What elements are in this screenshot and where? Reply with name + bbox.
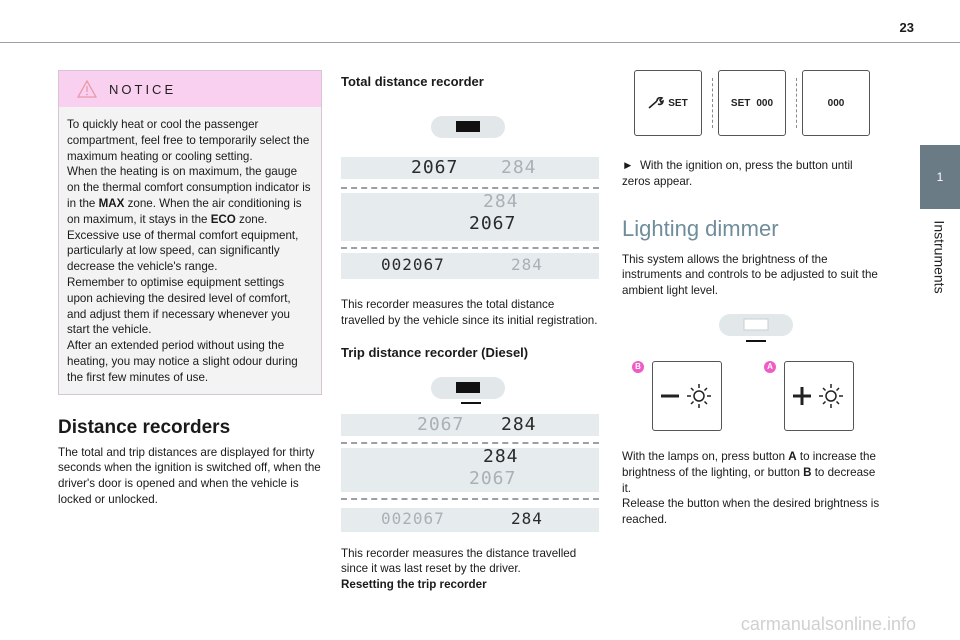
display-trip-full: 284: [511, 508, 543, 528]
button-press-line: [461, 401, 481, 404]
divider-dashed: [341, 497, 599, 500]
display-total-full: 002067: [381, 508, 445, 528]
bullet-arrow-icon: ►: [622, 159, 634, 172]
button-press-line: [746, 339, 766, 342]
dimmer-instruction: With the lamps on, press button A to inc…: [622, 449, 876, 495]
wrench-set-button[interactable]: SET: [634, 70, 702, 136]
display-row-1: [341, 157, 599, 179]
zeros-display: 000: [802, 70, 870, 136]
notice-title: NOTICE: [109, 81, 177, 97]
zeros-label: 000: [827, 97, 845, 109]
notice-paragraph: To quickly heat or cool the passenger co…: [67, 118, 310, 163]
dimmer-figure: B A: [622, 299, 880, 435]
zeros-label: 000: [756, 97, 774, 109]
section-tab-number: 1: [936, 170, 944, 184]
notice-paragraph: After an extended period without using t…: [67, 339, 298, 384]
separator-dashed: [712, 78, 713, 128]
display-total-short: 2067: [417, 413, 465, 435]
total-recorder-heading: Total distance recorder: [341, 74, 484, 89]
display-trip-stacked: 284: [483, 445, 519, 467]
marker-b: B: [632, 360, 644, 373]
trip-recorder-figure: 2067 284 284 2067: [341, 368, 599, 516]
wrench-icon: [648, 97, 665, 109]
display-total-short: 2067: [411, 157, 459, 178]
instrument-button-icon: [431, 376, 505, 399]
notice-paragraph: When the heating is on maximum, the gaug…: [67, 165, 311, 226]
warning-icon: [77, 80, 97, 98]
display-trip-full: 284: [511, 255, 543, 274]
reset-instruction: ► With the ignition on, press the button…: [622, 159, 853, 188]
trip-recorder-heading: Trip distance recorder (Diesel): [341, 344, 529, 360]
notice-text: To quickly heat or cool the passenger co…: [59, 107, 321, 394]
total-recorder-figure: 2067 284 284 2067: [341, 97, 599, 259]
display-row-1: [341, 413, 599, 436]
set-label: SET: [730, 97, 751, 109]
column-middle: Total distance recorder 2067 284 284 206…: [341, 70, 599, 593]
minus-brightness-icon: [661, 383, 711, 408]
divider-dashed: [341, 187, 599, 189]
divider-dashed: [341, 441, 599, 444]
divider-dashed: [341, 247, 599, 249]
notice-header: NOTICE: [59, 71, 321, 107]
display-row-2: [341, 447, 599, 492]
distance-recorders-text: The total and trip distances are display…: [58, 445, 321, 506]
section-tab[interactable]: 1: [920, 145, 960, 209]
distance-recorders-heading: Distance recorders: [58, 416, 231, 438]
display-trip: 284: [501, 157, 537, 178]
display-total-stacked: 2067: [469, 213, 517, 234]
trip-recorder-figure-bottom: 002067 284: [341, 507, 599, 534]
display-total-stacked: 2067: [469, 467, 517, 489]
watermark: carmanualsonline.info: [740, 614, 916, 634]
trip-recorder-text: This recorder measures the distance trav…: [341, 546, 577, 576]
section-label: Instruments: [932, 220, 949, 294]
reset-buttons-figure: SET SET 000 000: [622, 70, 880, 146]
page-number: 23: [899, 20, 914, 35]
dimmer-release-text: Release the button when the desired brig…: [622, 497, 880, 527]
notice-box: NOTICE To quickly heat or cool the passe…: [58, 70, 322, 395]
display-row-3: [341, 253, 599, 279]
display-trip: 284: [501, 413, 537, 435]
display-trip-stacked: 284: [483, 191, 519, 212]
header-rule: [0, 42, 960, 43]
column-right: SET SET 000 000 ► With the ignition on, …: [622, 70, 880, 528]
reset-trip-heading: Resetting the trip recorder: [341, 578, 487, 592]
display-row-2: [341, 193, 599, 241]
column-left: NOTICE To quickly heat or cool the passe…: [58, 70, 322, 508]
marker-a: A: [764, 360, 776, 373]
plus-brightness-icon: [793, 383, 843, 408]
instrument-button-icon: [431, 116, 505, 138]
lighting-dimmer-heading: Lighting dimmer: [622, 215, 779, 241]
display-row-3: [341, 507, 599, 532]
instrument-button-icon: [719, 313, 793, 336]
lighting-dimmer-intro: This system allows the brightness of the…: [622, 252, 878, 298]
total-recorder-figure-bottom: 002067 284: [341, 253, 599, 281]
set-label: SET: [668, 97, 688, 109]
total-recorder-text: This recorder measures the total distanc…: [341, 298, 598, 327]
separator-dashed: [796, 78, 797, 128]
dimmer-decrease-button[interactable]: [652, 360, 722, 431]
dimmer-increase-button[interactable]: [784, 360, 854, 431]
notice-paragraph: Excessive use of thermal comfort equipme…: [67, 228, 299, 274]
display-total-full: 002067: [381, 255, 445, 274]
set-zeros-display: SET 000: [718, 70, 786, 136]
notice-paragraph: Remember to optimise equipment settings …: [67, 275, 291, 337]
